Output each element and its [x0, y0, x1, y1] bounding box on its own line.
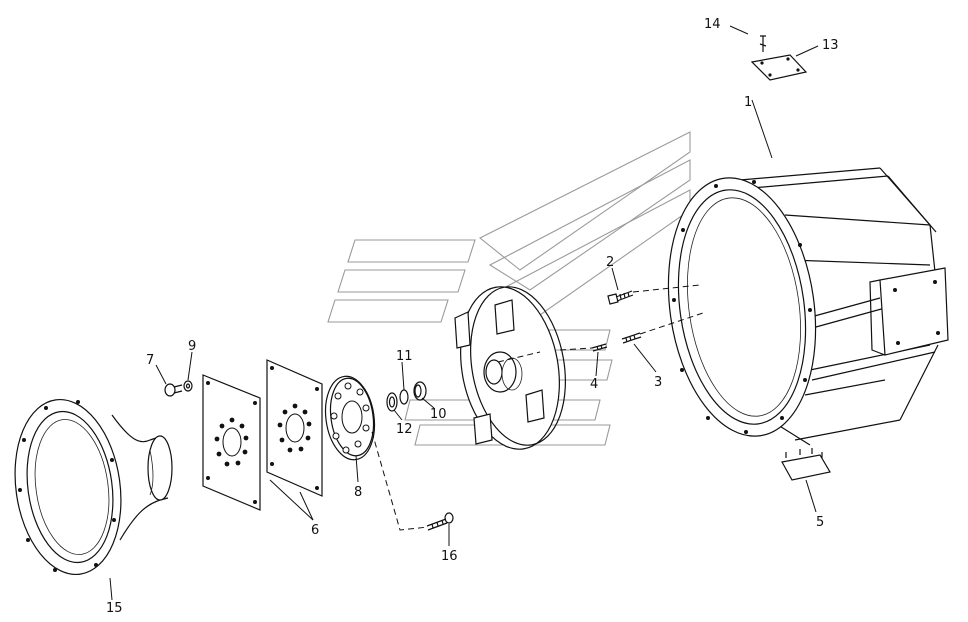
ring-part-10 — [413, 381, 427, 401]
callout-7: 7 — [146, 353, 154, 368]
callout-15: 15 — [106, 601, 123, 616]
pin-part-3 — [621, 332, 642, 344]
plate-part-6-rear — [266, 359, 323, 497]
plate-part-6-front — [202, 374, 261, 511]
callout-9: 9 — [188, 339, 196, 354]
callout-11: 11 — [396, 349, 413, 364]
screw-part-14 — [759, 35, 767, 52]
callout-1: 1 — [744, 95, 752, 110]
bolt-part-2 — [607, 290, 634, 305]
bracket-part-5 — [781, 448, 831, 481]
callout-16: 16 — [441, 549, 458, 564]
adapter-part-15 — [14, 398, 173, 576]
callout-3: 3 — [654, 375, 662, 390]
callout-labels: 1 2 3 4 5 6 7 8 9 10 11 12 13 14 15 16 — [106, 17, 839, 616]
callout-4: 4 — [590, 377, 598, 392]
bolt-part-7 — [164, 383, 183, 397]
assembly-lines — [371, 284, 707, 531]
pin-part-4 — [591, 343, 608, 352]
callout-13: 13 — [822, 38, 839, 53]
callout-6: 6 — [311, 523, 319, 538]
gasket-part-8 — [324, 375, 376, 461]
bolt-part-16 — [426, 512, 454, 531]
ring-part-12 — [386, 392, 398, 412]
callout-8: 8 — [354, 485, 362, 500]
plate-part-13 — [750, 54, 808, 81]
callout-10: 10 — [430, 407, 447, 422]
ring-part-11 — [399, 389, 409, 405]
housing-part-1 — [667, 167, 949, 446]
end-shield — [454, 286, 566, 450]
callout-2: 2 — [606, 255, 614, 270]
leader-lines — [109, 25, 819, 601]
callout-14: 14 — [704, 17, 721, 32]
callout-12: 12 — [396, 422, 413, 437]
callout-5: 5 — [816, 515, 824, 530]
washer-part-9 — [183, 380, 193, 392]
